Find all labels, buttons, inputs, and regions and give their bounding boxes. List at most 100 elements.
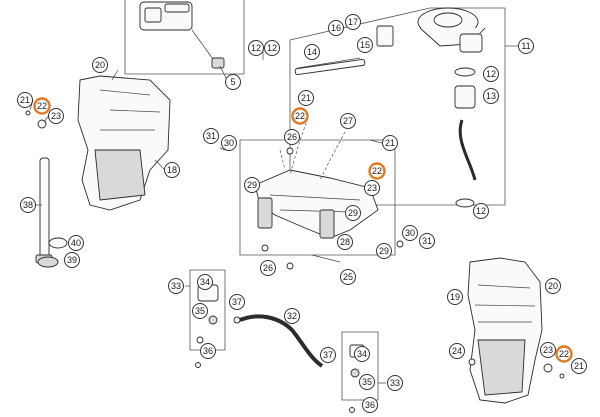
callout-37: 37 bbox=[229, 294, 245, 310]
svg-text:28: 28 bbox=[340, 237, 350, 247]
callout-28: 28 bbox=[337, 234, 353, 250]
callout-5: 5 bbox=[225, 74, 241, 90]
callout-37: 37 bbox=[320, 347, 336, 363]
callout-21: 21 bbox=[17, 92, 33, 108]
svg-text:39: 39 bbox=[67, 255, 77, 265]
callout-20: 20 bbox=[545, 278, 561, 294]
callout-12: 12 bbox=[248, 40, 264, 56]
svg-text:15: 15 bbox=[360, 40, 370, 50]
svg-text:29: 29 bbox=[247, 180, 257, 190]
svg-text:32: 32 bbox=[287, 311, 297, 321]
callout-35: 35 bbox=[192, 303, 208, 319]
svg-text:30: 30 bbox=[405, 228, 415, 238]
callout-22-highlight: 22 bbox=[555, 345, 573, 363]
reservoir-part bbox=[139, 1, 225, 69]
callout-19: 19 bbox=[447, 289, 463, 305]
pump-group-left-part bbox=[195, 284, 219, 368]
svg-text:23: 23 bbox=[51, 111, 61, 121]
svg-text:29: 29 bbox=[348, 208, 358, 218]
svg-text:14: 14 bbox=[307, 47, 317, 57]
svg-text:35: 35 bbox=[362, 377, 372, 387]
callout-23: 23 bbox=[364, 180, 380, 196]
callout-33: 33 bbox=[387, 375, 403, 391]
callout-11: 11 bbox=[518, 38, 534, 54]
svg-text:31: 31 bbox=[422, 236, 432, 246]
callout-18: 18 bbox=[164, 162, 180, 178]
callout-40: 40 bbox=[68, 235, 84, 251]
svg-text:22: 22 bbox=[372, 166, 382, 176]
svg-text:11: 11 bbox=[521, 41, 530, 51]
svg-text:35: 35 bbox=[195, 306, 205, 316]
svg-text:40: 40 bbox=[71, 238, 81, 248]
callout-12: 12 bbox=[483, 66, 499, 82]
callout-25: 25 bbox=[340, 269, 356, 285]
callout-30: 30 bbox=[402, 225, 418, 241]
svg-text:23: 23 bbox=[543, 345, 553, 355]
svg-text:37: 37 bbox=[323, 350, 333, 360]
intake-assembly-part bbox=[294, 7, 486, 208]
svg-text:38: 38 bbox=[23, 200, 33, 210]
svg-text:26: 26 bbox=[263, 263, 273, 273]
svg-text:12: 12 bbox=[486, 69, 496, 79]
svg-text:37: 37 bbox=[232, 297, 242, 307]
callout-33: 33 bbox=[168, 278, 184, 294]
center-bracket-part bbox=[254, 117, 404, 270]
svg-text:22: 22 bbox=[559, 349, 569, 359]
svg-text:20: 20 bbox=[548, 281, 558, 291]
callout-31: 31 bbox=[419, 233, 435, 249]
callout-26: 26 bbox=[260, 260, 276, 276]
callout-22-highlight: 22 bbox=[33, 97, 51, 115]
svg-text:21: 21 bbox=[20, 95, 30, 105]
svg-text:34: 34 bbox=[200, 277, 210, 287]
callout-20: 20 bbox=[92, 57, 108, 73]
svg-text:12: 12 bbox=[476, 206, 486, 216]
svg-text:13: 13 bbox=[486, 91, 496, 101]
callout-21: 21 bbox=[571, 358, 587, 374]
svg-text:21: 21 bbox=[385, 138, 395, 148]
svg-text:27: 27 bbox=[343, 116, 353, 126]
callout-30: 30 bbox=[221, 135, 237, 151]
callout-36: 36 bbox=[362, 397, 378, 413]
svg-text:20: 20 bbox=[95, 60, 105, 70]
svg-text:12: 12 bbox=[267, 43, 277, 53]
svg-text:22: 22 bbox=[295, 111, 305, 121]
callout-15: 15 bbox=[357, 37, 373, 53]
callout-24: 24 bbox=[449, 343, 465, 359]
callout-21: 21 bbox=[298, 90, 314, 106]
callout-13: 13 bbox=[483, 88, 499, 104]
svg-text:26: 26 bbox=[287, 132, 297, 142]
svg-text:5: 5 bbox=[230, 77, 235, 87]
callout-29: 29 bbox=[345, 205, 361, 221]
callout-14: 14 bbox=[304, 44, 320, 60]
callout-38: 38 bbox=[20, 197, 36, 213]
hose-part bbox=[233, 314, 324, 368]
left-tank-part bbox=[25, 75, 171, 268]
callout-17: 17 bbox=[345, 14, 361, 30]
callout-29: 29 bbox=[376, 243, 392, 259]
svg-text:29: 29 bbox=[379, 246, 389, 256]
callout-23: 23 bbox=[48, 108, 64, 124]
svg-text:36: 36 bbox=[203, 346, 213, 356]
callout-32: 32 bbox=[284, 308, 300, 324]
callout-34: 34 bbox=[354, 346, 370, 362]
svg-text:24: 24 bbox=[452, 346, 462, 356]
callout-22-highlight: 22 bbox=[368, 162, 386, 180]
svg-text:23: 23 bbox=[367, 183, 377, 193]
svg-text:16: 16 bbox=[331, 23, 341, 33]
callout-12: 12 bbox=[473, 203, 489, 219]
callout-23: 23 bbox=[540, 342, 556, 358]
svg-text:30: 30 bbox=[224, 138, 234, 148]
right-tank-part bbox=[467, 257, 565, 404]
svg-text:18: 18 bbox=[167, 165, 177, 175]
svg-text:17: 17 bbox=[348, 17, 358, 27]
callout-31: 31 bbox=[203, 128, 219, 144]
callout-29: 29 bbox=[244, 177, 260, 193]
callout-26: 26 bbox=[284, 129, 300, 145]
svg-text:21: 21 bbox=[301, 93, 311, 103]
callout-22-highlight: 22 bbox=[291, 107, 309, 125]
callout-16: 16 bbox=[328, 20, 344, 36]
svg-text:21: 21 bbox=[574, 361, 584, 371]
callout-27: 27 bbox=[340, 113, 356, 129]
callout-labels: 5 12 12 14 16 17 15 11 12 13 12 20 21 22… bbox=[17, 14, 587, 413]
